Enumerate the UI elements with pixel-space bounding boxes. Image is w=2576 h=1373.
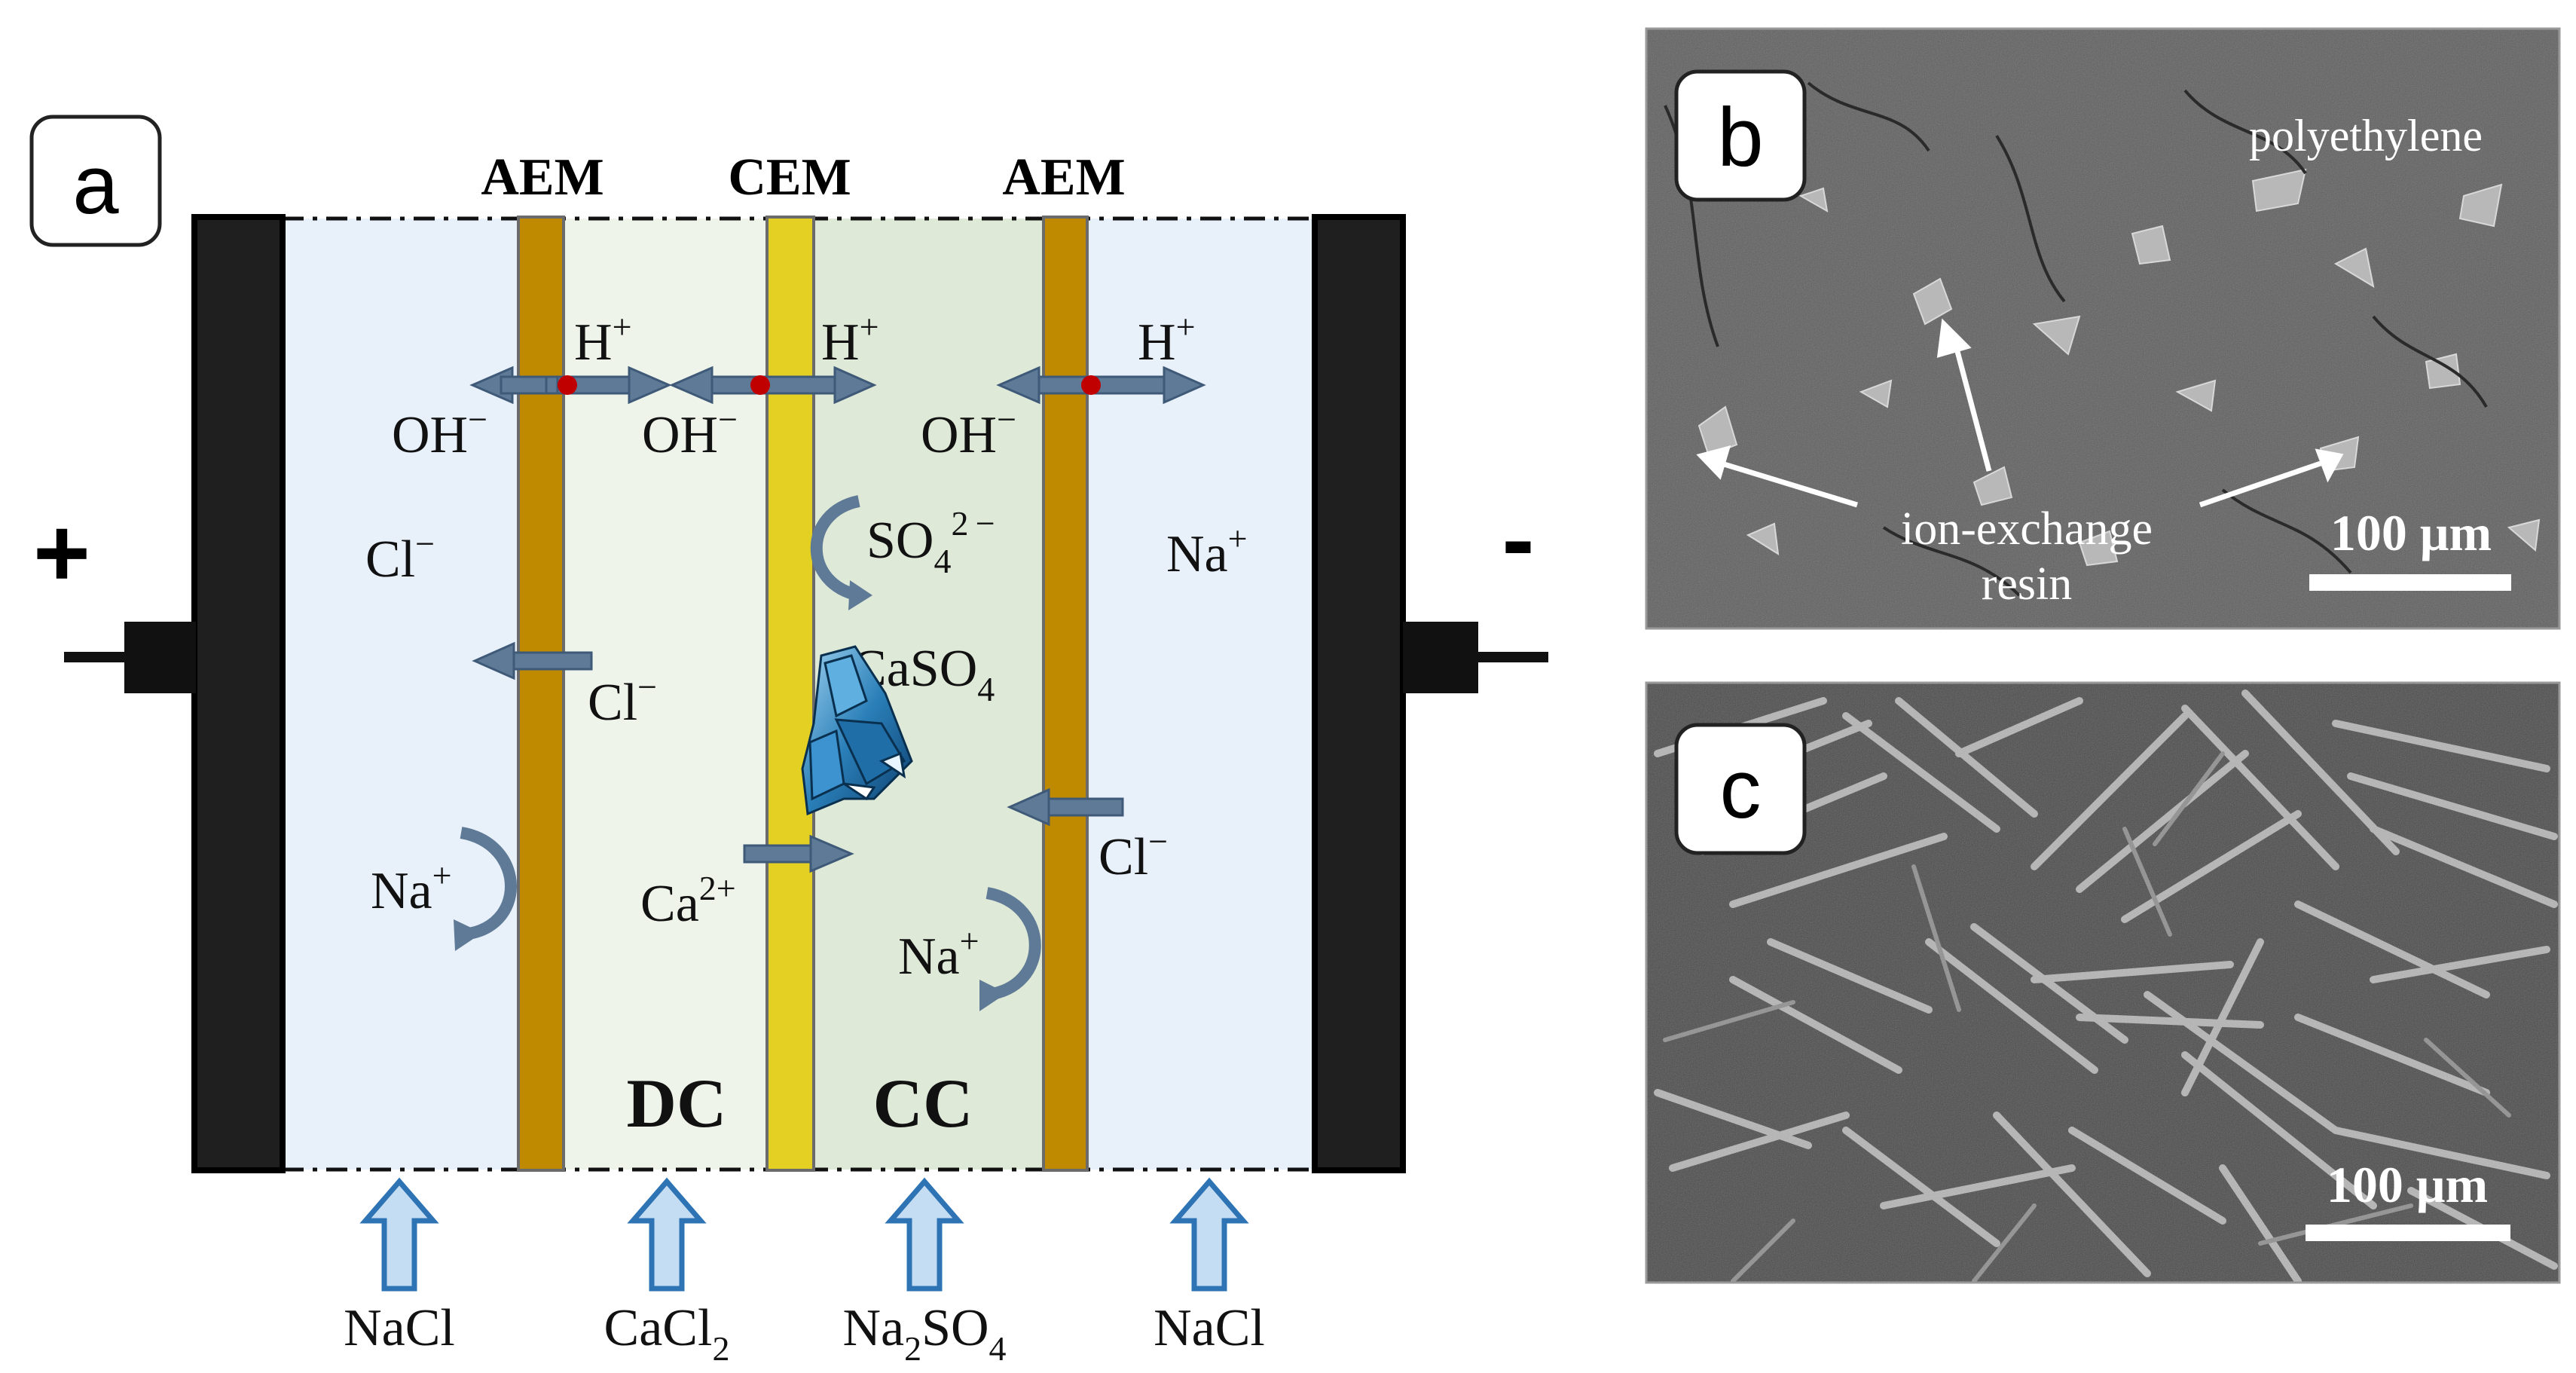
na-cc-arrowhead bbox=[979, 980, 1007, 1011]
inlet-arrow-nacl-right bbox=[1169, 1177, 1249, 1292]
caso4-crystal bbox=[801, 645, 913, 816]
inlet-arrow-cacl2 bbox=[627, 1177, 707, 1292]
ion-h-mid: H+ bbox=[821, 307, 879, 372]
ion-so4: SO42 − bbox=[866, 504, 995, 580]
polyethylene-label: polyethylene bbox=[2249, 111, 2483, 161]
na-rejection-arrow-cc bbox=[985, 887, 1041, 1001]
dc-label: DC bbox=[627, 1065, 727, 1142]
scalebar-b-label: 100 μm bbox=[2330, 504, 2492, 561]
cc-label: CC bbox=[873, 1065, 973, 1142]
so4-arrowhead bbox=[848, 580, 872, 610]
na-rejection-arrow-left bbox=[460, 827, 517, 940]
resin-label-line1: ion-exchange bbox=[1901, 503, 2153, 555]
so4-rejection-arrow bbox=[810, 495, 860, 601]
ion-cl-catholyte: Cl− bbox=[1099, 822, 1168, 886]
double-arrow-left bbox=[469, 365, 672, 405]
transport-arrows bbox=[472, 641, 1124, 873]
double-arrow-right bbox=[996, 365, 1206, 405]
scalebar-c-label: 100 μm bbox=[2327, 1156, 2488, 1213]
panel-c-border bbox=[1645, 681, 2561, 1284]
cathode-plate bbox=[1312, 214, 1406, 1173]
panel-b-label-box bbox=[1674, 69, 1807, 202]
ion-oh-mid: OH− bbox=[642, 400, 738, 464]
anode-plate bbox=[191, 214, 286, 1173]
panel-c-label-box bbox=[1674, 723, 1807, 855]
resin-pointer-arrows bbox=[1696, 318, 2344, 508]
aem-left-label: AEM bbox=[481, 148, 604, 206]
ion-na-cc: Na+ bbox=[898, 922, 979, 986]
cl-arrow-dc-to-anolyte bbox=[472, 641, 593, 680]
aem-right-membrane bbox=[1042, 216, 1089, 1172]
inlet-arrow-na2so4 bbox=[885, 1177, 964, 1292]
scalebar-c bbox=[2306, 1225, 2510, 1241]
junction-dot-mid bbox=[750, 375, 770, 395]
panel-b-label: b bbox=[1717, 91, 1763, 184]
cathode-sign: - bbox=[1502, 484, 1534, 594]
cem-membrane bbox=[765, 216, 815, 1172]
panel-c: c 100 μm bbox=[1645, 681, 2561, 1284]
ion-na-catholyte: Na+ bbox=[1166, 519, 1248, 583]
ion-cl-dc: Cl− bbox=[588, 668, 657, 732]
double-arrow-mid bbox=[669, 365, 877, 405]
panel-a-label-box bbox=[29, 115, 162, 247]
inlet-nacl-right: NaCl bbox=[1154, 1299, 1265, 1357]
panel-b: b polyethylene ion-exchange resin 100 μm bbox=[1645, 27, 2561, 630]
cem-label: CEM bbox=[728, 148, 851, 206]
panel-a-label: a bbox=[72, 139, 119, 231]
inlet-cacl2: CaCl2 bbox=[604, 1299, 730, 1368]
water-split-arrows bbox=[469, 365, 1206, 405]
ion-h-left: H+ bbox=[574, 307, 632, 372]
curved-arrows bbox=[460, 495, 1041, 1001]
ion-oh-right: OH− bbox=[921, 400, 1016, 464]
ion-ca: Ca2+ bbox=[640, 869, 736, 933]
panel-c-label: c bbox=[1720, 743, 1762, 836]
aem-right-label: AEM bbox=[1002, 148, 1125, 206]
ion-na-anolyte: Na+ bbox=[371, 856, 452, 920]
resin-label-line2: resin bbox=[1982, 558, 2073, 610]
junction-dot-right bbox=[1081, 375, 1101, 395]
junction-dot-left bbox=[558, 375, 577, 395]
scalebar-b bbox=[2309, 574, 2511, 591]
ion-cl-anolyte: Cl− bbox=[365, 524, 435, 589]
panel-b-border bbox=[1645, 27, 2561, 630]
ca-arrow-dc-to-cc bbox=[743, 834, 854, 873]
ion-h-right: H+ bbox=[1138, 307, 1196, 372]
resin-particles bbox=[1697, 168, 2541, 567]
inlet-nacl-left: NaCl bbox=[344, 1299, 455, 1357]
aem-left-membrane bbox=[517, 216, 565, 1172]
catholyte-compartment bbox=[1087, 219, 1315, 1170]
anode-sign: + bbox=[33, 497, 90, 607]
panel-a: + - AEM CEM AEM a bbox=[29, 115, 1548, 1368]
cl-arrow-catholyte-to-cc bbox=[1007, 787, 1124, 827]
inlet-na2so4: Na2SO4 bbox=[842, 1299, 1006, 1368]
na-left-arrowhead bbox=[454, 919, 482, 951]
inlet-arrow-nacl-left bbox=[359, 1177, 439, 1292]
anolyte-compartment bbox=[283, 219, 520, 1170]
inlet-arrows bbox=[359, 1177, 1249, 1292]
ion-oh-left: OH− bbox=[392, 400, 487, 464]
